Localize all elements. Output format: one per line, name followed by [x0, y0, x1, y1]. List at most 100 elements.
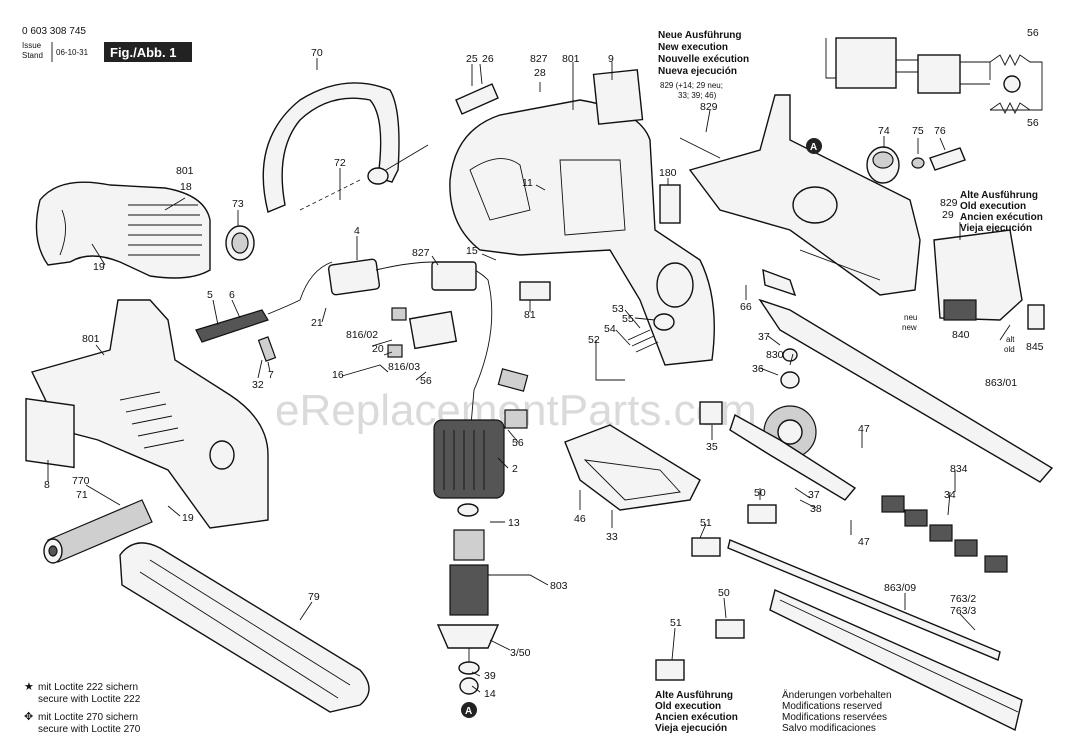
- old-gear-housing-part: [933, 229, 1023, 321]
- sole-plate-part: [564, 424, 701, 511]
- svg-text:Änderungen vorbehalten: Änderungen vorbehalten: [782, 689, 892, 701]
- callout-11: 11: [522, 177, 533, 189]
- callout-19a: 19: [93, 261, 105, 273]
- callout-28: 28: [534, 67, 546, 79]
- svg-text:mit Loctite 222 sichern: mit Loctite 222 sichern: [38, 682, 138, 693]
- callout-21: 21: [311, 317, 323, 329]
- callout-840: 840: [952, 329, 970, 341]
- spring-plate-part: [659, 184, 681, 224]
- old-plate-part: [1027, 304, 1045, 330]
- callout-71: 71: [76, 489, 88, 501]
- callout-53: 53: [612, 303, 624, 315]
- main-housing-part: [449, 99, 715, 366]
- callout-801: 801: [562, 53, 580, 65]
- callout-75: 75: [912, 125, 924, 137]
- callout-50b: 50: [718, 587, 730, 599]
- svg-text:Ancien exécution: Ancien exécution: [960, 212, 1043, 223]
- callout-56b: 56: [1027, 117, 1039, 129]
- callout-29: 29: [942, 209, 954, 221]
- issue-date: 06-10-31: [56, 48, 89, 57]
- svg-text:mit Loctite 270 sichern: mit Loctite 270 sichern: [38, 712, 138, 723]
- callout-763-2: 763/2: [950, 593, 976, 605]
- callout-81: 81: [524, 309, 536, 321]
- wiring-schematic: [825, 37, 1043, 115]
- header: 0 603 308 745 Issue Stand 06-10-31 Fig./…: [22, 26, 192, 62]
- brush-part: [257, 336, 277, 362]
- svg-text:Nueva ejecución: Nueva ejecución: [658, 66, 737, 77]
- callout-47b: 47: [858, 536, 870, 548]
- callout-56d: 56: [512, 437, 524, 449]
- callout-827: 827: [530, 53, 548, 65]
- callout-37b: 37: [808, 489, 820, 501]
- callout-19b: 19: [182, 512, 194, 524]
- fig-title-box: [104, 42, 192, 62]
- callout-770: 770: [72, 475, 90, 487]
- stator-part: [433, 419, 505, 499]
- svg-text:secure with Loctite 270: secure with Loctite 270: [38, 724, 141, 735]
- old-execution-note-b: Alte Ausführung Old execution Ancien exé…: [655, 690, 738, 734]
- svg-text:Old execution: Old execution: [960, 201, 1026, 212]
- neu-new-note: neu new: [902, 313, 917, 332]
- callout-51a: 51: [700, 517, 712, 529]
- callout-7: 7: [268, 369, 274, 381]
- svg-text:alt: alt: [1006, 335, 1015, 344]
- callout-26: 26: [482, 53, 494, 65]
- callout-33: 33: [606, 531, 618, 543]
- callout-15: 15: [466, 245, 478, 257]
- cross-icon: ✥: [24, 711, 33, 723]
- gear-assembly-part: [729, 348, 857, 501]
- callout-801b: 801: [176, 165, 194, 177]
- callout-76: 76: [934, 125, 946, 137]
- capacitor-part: [431, 261, 477, 291]
- callout-14: 14: [484, 688, 496, 700]
- modifications-note: Änderungen vorbehalten Modifications res…: [782, 689, 892, 734]
- svg-text:A: A: [810, 142, 817, 153]
- loctite-legend: ★ mit Loctite 222 sichern secure with Lo…: [24, 681, 141, 735]
- svg-text:33; 39; 46): 33; 39; 46): [678, 91, 717, 100]
- svg-text:Vieja ejecución: Vieja ejecución: [960, 223, 1032, 234]
- doc-number: 0 603 308 745: [22, 26, 86, 37]
- callout-845: 845: [1026, 341, 1044, 353]
- old-execution-note-a: Alte Ausführung Old execution Ancien exé…: [960, 190, 1043, 234]
- callout-54: 54: [604, 323, 616, 335]
- callout-6: 6: [229, 289, 235, 301]
- callout-816-03: 816/03: [388, 361, 420, 373]
- svg-text:Neue Ausführung: Neue Ausführung: [658, 30, 742, 41]
- adjust-knob-part: [866, 146, 900, 184]
- callout-830: 830: [766, 349, 784, 361]
- callout-763-3: 763/3: [950, 605, 976, 617]
- callout-70: 70: [311, 47, 323, 59]
- callout-827b: 827: [412, 247, 430, 259]
- power-cable-part: [195, 299, 301, 343]
- callout-66: 66: [740, 301, 752, 313]
- svg-text:New execution: New execution: [658, 42, 728, 53]
- svg-text:Ancien exécution: Ancien exécution: [655, 712, 738, 723]
- callout-72: 72: [334, 157, 346, 169]
- switch-part: [299, 258, 493, 461]
- callout-34: 34: [944, 489, 956, 501]
- insulation-plate-part: [519, 281, 551, 301]
- callout-863-01: 863/01: [985, 377, 1017, 389]
- svg-text:Salvo modificaciones: Salvo modificaciones: [782, 723, 876, 734]
- callout-56a: 56: [1027, 27, 1039, 39]
- callout-801c: 801: [82, 333, 100, 345]
- callout-180: 180: [659, 167, 677, 179]
- callout-20: 20: [372, 343, 384, 355]
- roller-part: [43, 499, 153, 564]
- callout-829: 829: [700, 101, 718, 113]
- callout-25: 25: [466, 53, 478, 65]
- callout-2: 2: [512, 463, 518, 475]
- small-clips-part: [497, 368, 529, 429]
- armature-part: [436, 503, 500, 695]
- callout-73: 73: [232, 198, 244, 210]
- brush-holder-part: [387, 307, 458, 358]
- callout-47a: 47: [858, 423, 870, 435]
- callout-803: 803: [550, 580, 568, 592]
- callout-9: 9: [608, 53, 614, 65]
- callout-38: 38: [810, 503, 822, 515]
- callout-834: 834: [950, 463, 968, 475]
- callout-5: 5: [207, 289, 213, 301]
- lower-housing-part: [25, 299, 269, 529]
- adjust-lever-part: [595, 313, 675, 381]
- svg-text:A: A: [465, 706, 472, 717]
